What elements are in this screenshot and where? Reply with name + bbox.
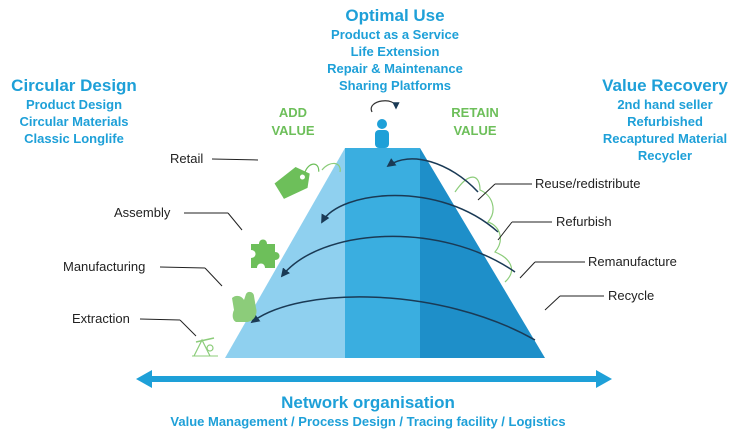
circular-design-item: Classic Longlife <box>24 131 124 146</box>
optimal-use-item: Life Extension <box>350 44 440 59</box>
flow-arrow-remanufacture <box>280 235 516 278</box>
circular-design-item: Product Design <box>25 97 123 112</box>
flow-arrow-refurbish <box>321 194 499 233</box>
pyramid-right-face <box>420 148 545 358</box>
stage-label-retail: Retail <box>170 151 204 166</box>
value-recovery-title: Value Recovery <box>602 76 728 95</box>
value-recovery-item: 2nd hand seller <box>617 97 713 112</box>
add-value-line2: VALUE <box>271 123 315 138</box>
glove-icon <box>232 291 257 322</box>
oil-pump-icon <box>192 337 218 357</box>
optimal-use-block: Optimal Use Product as a Service Life Ex… <box>300 6 490 94</box>
loop-label-refurbish: Refurbish <box>556 214 612 229</box>
arrowhead-right <box>596 370 612 388</box>
stage-label-extraction: Extraction <box>72 311 130 326</box>
network-subtitle: Value Management / Process Design / Trac… <box>170 414 566 429</box>
optimal-use-item: Product as a Service <box>331 27 459 42</box>
add-value-label: ADD VALUE <box>258 104 328 140</box>
value-recovery-item: Recycler <box>637 148 693 163</box>
flow-arrow-recycle <box>250 296 536 341</box>
optimal-use-title: Optimal Use <box>345 6 445 25</box>
stage-label-manufacturing: Manufacturing <box>63 259 146 274</box>
loop-label-recycle: Recycle <box>608 288 655 303</box>
value-recovery-item: Recaptured Material <box>602 131 728 146</box>
optimal-use-item: Repair & Maintenance <box>327 61 463 76</box>
loop-arrow-icon <box>370 100 400 113</box>
circular-design-item: Circular Materials <box>19 114 129 129</box>
optimal-use-item: Sharing Platforms <box>339 78 451 93</box>
network-title: Network organisation <box>281 393 455 412</box>
retain-value-line2: VALUE <box>453 123 497 138</box>
puzzle-icon <box>251 239 280 268</box>
circular-design-title: Circular Design <box>11 76 137 95</box>
loop-label-reuse: Reuse/redistribute <box>535 176 641 191</box>
tag-icon <box>274 163 320 199</box>
person-icon <box>375 119 389 148</box>
loop-label-remanufacture: Remanufacture <box>588 254 677 269</box>
retain-value-label: RETAIN VALUE <box>440 104 510 140</box>
value-recovery-block: Value Recovery 2nd hand seller Refurbish… <box>596 76 734 164</box>
circular-design-block: Circular Design Product Design Circular … <box>0 76 148 147</box>
pyramid-middle-face <box>345 148 420 358</box>
flow-arrow-reuse <box>386 158 479 193</box>
value-recovery-item: Refurbished <box>627 114 703 129</box>
arrowhead-left <box>136 370 152 388</box>
retain-scallops <box>454 176 513 283</box>
add-value-line1: ADD <box>278 105 308 120</box>
retain-value-line1: RETAIN <box>451 105 499 120</box>
stage-label-assembly: Assembly <box>114 205 171 220</box>
